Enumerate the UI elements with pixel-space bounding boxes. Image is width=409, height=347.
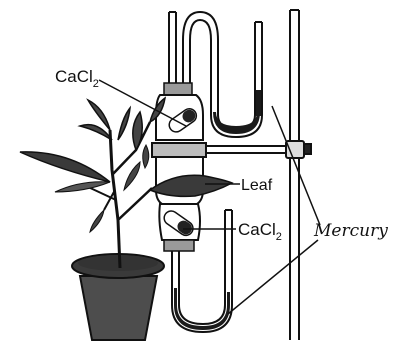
top-drying-tube [156,83,203,140]
rubber-band [152,143,206,157]
label-leaf: Leaf [241,177,273,194]
bottom-drying-tube [159,204,200,251]
mercury-top-right-column [256,90,261,116]
mercury-top [213,112,260,134]
flower-pot [72,254,164,340]
label-cacl2-bottom: CaCl2 [238,220,282,243]
label-mercury: Mercury [313,221,388,241]
label-cacl2-top: CaCl2 [55,67,99,90]
